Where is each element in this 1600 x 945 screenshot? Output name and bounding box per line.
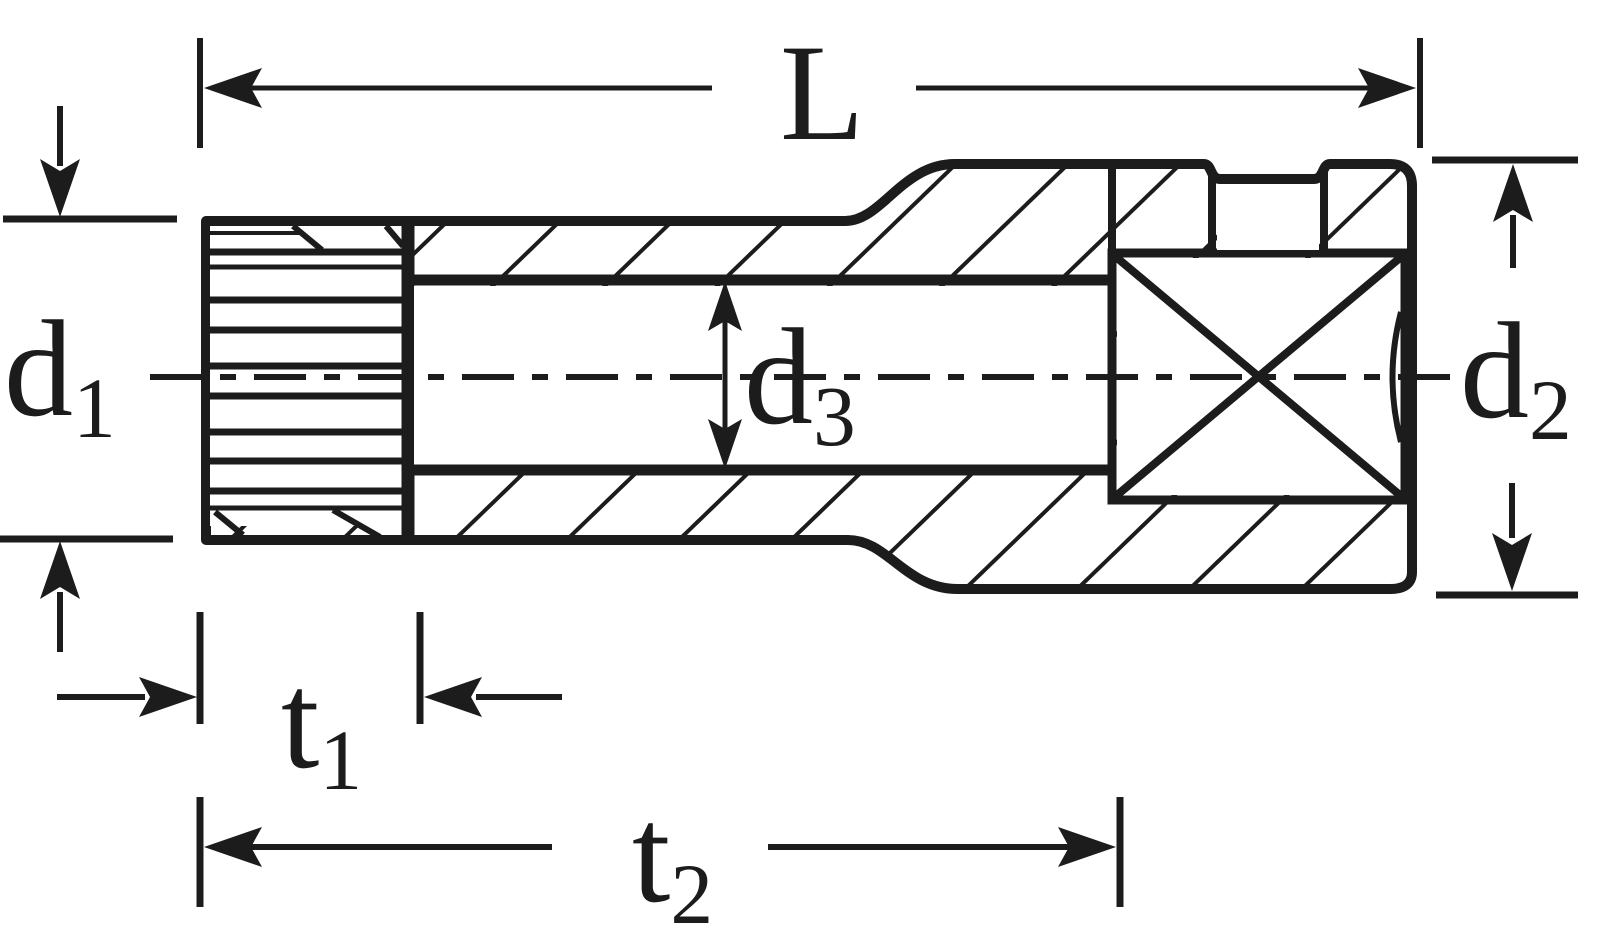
arrowhead-right [139, 677, 197, 717]
drive-opening-arc [1389, 311, 1404, 443]
dimension-d2 [1432, 156, 1578, 599]
dimension-L [197, 38, 1423, 148]
detent-groove [1208, 172, 1328, 251]
arrowhead-left [204, 827, 262, 867]
label-L: L [780, 16, 865, 169]
dimension-d3 [708, 281, 742, 469]
label-t1: t1 [281, 644, 363, 809]
arrowhead-up [40, 541, 80, 599]
dimension-d1 [0, 106, 177, 652]
label-d3: d3 [744, 300, 856, 465]
arrowhead-down [1492, 533, 1532, 591]
label-t2: t2 [632, 778, 714, 943]
dimension-t1 [57, 612, 562, 724]
arrowhead-right [1058, 827, 1116, 867]
arrowhead-up [708, 281, 742, 331]
arrowhead-right [1358, 68, 1416, 108]
arrowhead-left [424, 677, 482, 717]
label-d2: d2 [1460, 294, 1572, 459]
arrowhead-down [40, 159, 80, 217]
dimension-t2 [196, 797, 1124, 907]
label-d1: d1 [4, 292, 116, 457]
arrowhead-up [1493, 164, 1533, 222]
arrowhead-down [708, 419, 742, 469]
arrowhead-left [204, 68, 262, 108]
